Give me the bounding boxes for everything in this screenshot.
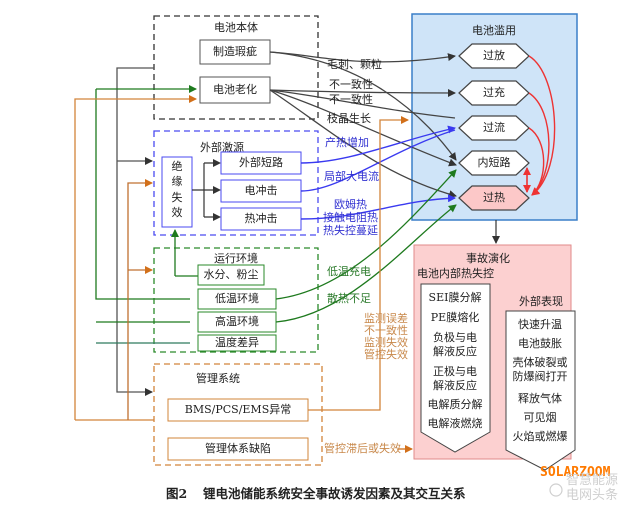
- external-item-fire: 火焰或燃爆: [513, 429, 568, 443]
- node-battery-aging-label: 电池老化: [213, 82, 257, 96]
- group-battery-body-title: 电池本体: [214, 20, 258, 34]
- route-mgmt-to-aging: [74, 95, 197, 420]
- edge-shock-overcurrent: [300, 129, 456, 192]
- external-item-gas-release: 释放气体: [518, 391, 562, 405]
- label-mgmt-inconsistency: 不一致性: [364, 323, 408, 337]
- label-control-lag: 管控滞后或失效: [324, 441, 401, 455]
- node-manufacturing-defect: [199, 39, 271, 65]
- internal-item-cathode-2: 解液反应: [433, 378, 477, 392]
- overdischarge-label: 过放: [483, 48, 505, 62]
- external-manifest-title: 外部表现: [519, 294, 563, 308]
- watermark-sub2: 电网头条: [566, 487, 618, 503]
- abuse-node-internal-short: 内短路: [458, 150, 530, 176]
- feedback-overcurrent-overheat: [528, 127, 545, 196]
- edge-aging-overcharge: [269, 88, 456, 97]
- group-environment-title: 运行环境: [214, 251, 258, 265]
- node-management-defect: [167, 437, 309, 461]
- figure-number: 图2: [166, 486, 187, 501]
- label-runaway-spread: 热失控蔓延: [323, 223, 378, 237]
- internal-item-cathode-1: 正极与电: [433, 364, 477, 378]
- node-low-temp-label: 低温环境: [215, 291, 259, 305]
- label-local-current: 局部大电流: [324, 169, 379, 183]
- node-high-temp-label: 高温环境: [215, 314, 259, 328]
- internal-item-anode-1: 负极与电: [433, 330, 477, 344]
- internal-short-label: 内短路: [478, 155, 511, 169]
- label-control-failure: 管控失效: [364, 347, 408, 361]
- label-inconsistency-1: 不一致性: [329, 77, 373, 91]
- insulation-char-2: 缘: [172, 175, 183, 188]
- overcurrent-label: 过流: [483, 120, 505, 134]
- internal-item-anode-2: 解液反应: [433, 344, 477, 358]
- label-low-temp-charge: 低温充电: [327, 264, 371, 278]
- abuse-node-overdischarge: 过放: [458, 43, 530, 69]
- watermark-sub1: 智慧能源: [566, 472, 618, 488]
- edge-external-short-overcurrent: [300, 125, 456, 164]
- abuse-node-overcurrent: 过流: [458, 115, 530, 141]
- route-env-low-temp: [95, 89, 190, 300]
- label-burr-particle: 毛刺、颗粒: [327, 57, 382, 71]
- abuse-title: 电池滥用: [472, 24, 516, 37]
- external-item-rupture-2: 防爆阀打开: [513, 369, 568, 383]
- node-temp-difference-label: 温度差异: [215, 335, 259, 349]
- insulation-char-1: 绝: [172, 159, 183, 173]
- node-temp-difference: [197, 334, 277, 352]
- label-poor-cooling: 散热不足: [327, 291, 371, 305]
- abuse-node-overcharge: 过充: [458, 80, 530, 106]
- route-mgmt-to-external: [127, 179, 153, 420]
- label-ohmic-heat: 欧姆热: [334, 197, 367, 211]
- label-monitor-error: 监测误差: [364, 311, 408, 325]
- figure-caption: 锂电池储能系统安全事故诱发因素及其交互关系: [203, 486, 466, 501]
- accident-title: 事故演化: [466, 251, 510, 265]
- group-external-title: 外部激源: [200, 140, 244, 154]
- external-manifest-box: [505, 310, 576, 471]
- external-item-rapid-heat: 快速升温: [518, 318, 562, 331]
- edge-aging-dendrite: [269, 89, 457, 167]
- feedback-overdischarge-overheat: [528, 55, 556, 196]
- internal-runaway-title: 电池内部热失控: [417, 266, 494, 280]
- node-battery-aging: [199, 76, 271, 104]
- edge-burr-internal-short: [269, 51, 457, 161]
- label-heat-increase: 产热增加: [325, 135, 369, 149]
- route-body-to-management: [116, 67, 154, 396]
- label-dendrite: 枝晶生长: [327, 111, 371, 125]
- label-monitor-failure: 监测失效: [364, 335, 408, 349]
- node-thermal-shock-label: 热冲击: [245, 211, 278, 225]
- edge-bms-abuse: [308, 116, 409, 411]
- insulation-char-3: 失: [172, 191, 183, 204]
- internal-runaway-box: [420, 283, 491, 453]
- internal-item-sei: SEI膜分解: [429, 290, 482, 304]
- external-item-smoke: 可见烟: [524, 410, 557, 424]
- abuse-node-overheat: 过热: [458, 185, 530, 211]
- internal-item-electrolyte-decomp: 电解质分解: [428, 397, 483, 411]
- edge-high-temp-overheat: [275, 204, 457, 323]
- edge-low-temp-internal-short: [275, 169, 457, 300]
- internal-item-pe: PE膜熔化: [431, 310, 479, 324]
- group-environment: [153, 247, 319, 353]
- group-management-title: 管理系统: [196, 371, 240, 385]
- insulation-char-4: 效: [172, 205, 183, 219]
- node-external-short-label: 外部短路: [239, 155, 283, 169]
- node-manufacturing-defect-label: 制造瑕疵: [213, 44, 257, 58]
- group-external: [153, 130, 319, 236]
- group-management: [153, 363, 323, 466]
- label-contact-heat: 接触电阻热: [323, 210, 378, 224]
- edge-aging-inconsistency: [269, 89, 456, 119]
- node-management-defect-label: 管理体系缺陷: [205, 441, 271, 455]
- overheat-label: 过热: [483, 191, 505, 204]
- external-item-rupture-1: 壳体破裂或: [513, 355, 568, 369]
- node-moisture-dust-label: 水分、粉尘: [204, 268, 259, 281]
- label-inconsistency-2: 不一致性: [329, 92, 373, 106]
- node-bms-anomaly-label: BMS/PCS/EMS异常: [185, 403, 291, 416]
- node-moisture-dust: [197, 264, 265, 286]
- watermark-brand: SOLARZOOM: [540, 465, 611, 480]
- edge-aging-overheat: [269, 89, 457, 198]
- node-electrical-shock-label: 电冲击: [245, 183, 278, 197]
- overcharge-label: 过充: [483, 85, 505, 99]
- node-insulation-failure: [161, 156, 193, 228]
- external-item-swelling: 电池鼓胀: [518, 336, 562, 350]
- internal-item-electrolyte-burn: 电解液燃烧: [428, 416, 483, 430]
- watermark-logo-icon: [549, 483, 563, 497]
